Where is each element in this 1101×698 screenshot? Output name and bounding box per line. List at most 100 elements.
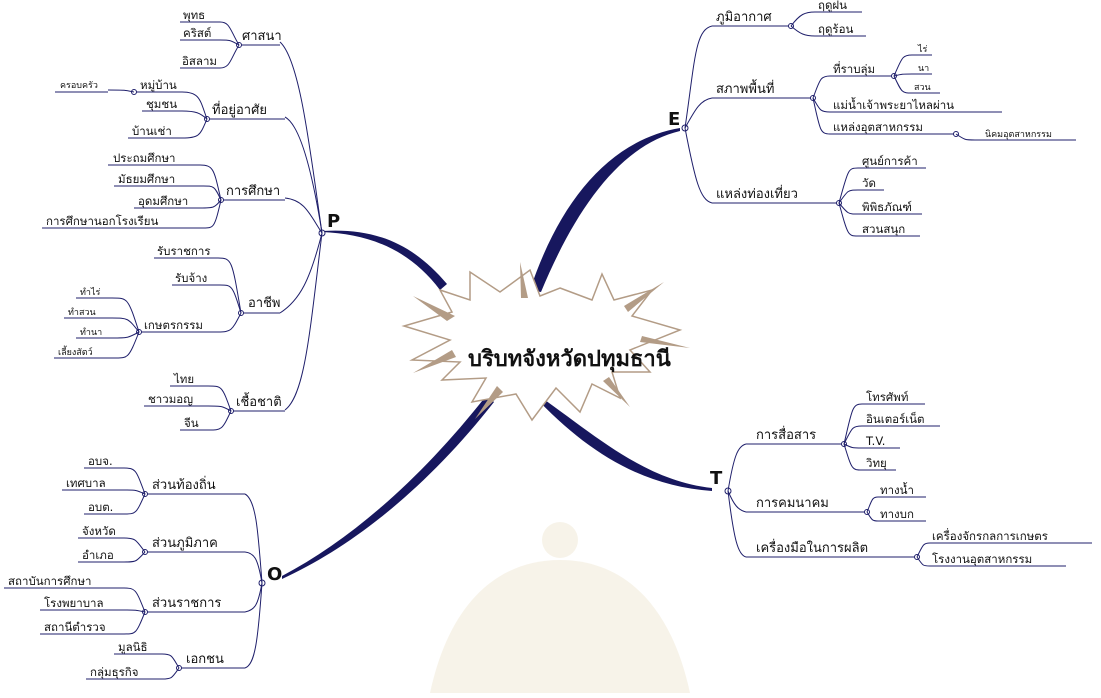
p-housing-item-rental: บ้านเช่า	[132, 124, 172, 138]
p-group-religion: ศาสนา พุทธ คริสต์ อิสลาม	[180, 8, 282, 69]
t-transport-item-land: ทางบก	[880, 507, 914, 521]
e-terrain-item-lowland: ที่ราบลุ่ม	[833, 61, 875, 76]
branch-p-connector	[322, 230, 447, 290]
e-climate-item-hot: ฤดูร้อน	[818, 22, 854, 36]
branch-o-connector	[282, 396, 494, 579]
p-occupation-subitem-livestock: เลี้ยงสัตว์	[58, 345, 93, 358]
branch-e-letter: E	[668, 109, 680, 130]
o-regional-item-district: อำเภอ	[82, 548, 114, 562]
e-terrain-label: สภาพพื้นที่	[716, 79, 774, 97]
p-occupation-label: อาชีพ	[248, 295, 281, 311]
p-religion-item-christian: คริสต์	[183, 26, 211, 40]
o-local-label: ส่วนท้องถิ่น	[152, 476, 216, 493]
e-terrain-subitem-rice: นา	[918, 64, 929, 74]
branch-t-letter: T	[710, 468, 723, 489]
p-occupation-item-hired: รับจ้าง	[175, 271, 207, 285]
e-tourism-item-amusement: สวนสนุก	[862, 222, 905, 236]
t-communication-item-phone: โทรศัพท์	[866, 390, 908, 404]
t-transport-item-water: ทางน้ำ	[880, 482, 914, 497]
o-regional-item-province: จังหวัด	[82, 524, 116, 538]
p-ethnicity-label: เชื้อชาติ	[236, 392, 282, 410]
e-group-tourism: แหล่งท่องเที่ยว ศูนย์การค้า วัด พิพิธภัณ…	[712, 154, 926, 237]
p-ethnicity-item-thai: ไทย	[173, 372, 194, 386]
e-tourism-label: แหล่งท่องเที่ยว	[716, 185, 798, 202]
o-private-item-foundation: มูลนิธิ	[118, 640, 148, 654]
p-occupation-subitem-field: ทำไร่	[80, 287, 101, 298]
e-terrain-subitem-orchard: สวน	[914, 83, 931, 93]
p-group-housing: ที่อยู่อาศัย หมู่บ้าน ครอบครัว ชุมชน บ้า…	[55, 78, 285, 139]
e-climate-item-rainy: ฤดูฝน	[818, 0, 847, 12]
p-education-item-higher: อุดมศึกษา	[138, 194, 188, 208]
p-housing-item-community: ชุมชน	[146, 97, 177, 111]
o-local-item-pao: อบจ.	[88, 454, 113, 468]
e-tourism-item-museum: พิพิธภัณฑ์	[862, 200, 912, 214]
p-education-item-nonformal: การศึกษานอกโรงเรียน	[46, 214, 158, 228]
o-group-private: เอกชน มูลนิธิ กลุ่มธุรกิจ	[86, 640, 245, 680]
branch-p: P ศาสนา พุทธ คริสต์ อิสลาม ที่อยู่อาศัย	[42, 8, 340, 431]
o-private-item-business: กลุ่มธุรกิจ	[90, 665, 139, 679]
branch-t-connector	[525, 386, 712, 491]
e-group-terrain: สภาพพื้นที่ ที่ราบลุ่ม ไร่ นา สวน แม่น้ำ…	[712, 44, 1076, 141]
p-occupation-item-agriculture: เกษตรกรรม	[144, 318, 203, 332]
p-group-occupation: อาชีพ รับราชการ รับจ้าง เกษตรกรรม ทำไร่ …	[54, 244, 281, 359]
o-local-item-municipality: เทศบาล	[66, 476, 106, 490]
t-production-label: เครื่องมือในการผลิต	[756, 539, 868, 556]
branch-e-connector	[530, 128, 680, 292]
t-communication-item-internet: อินเตอร์เน็ต	[866, 411, 925, 426]
p-housing-label: ที่อยู่อาศัย	[212, 101, 267, 118]
central-title: บริบทจังหวัดปทุมธานี	[468, 347, 671, 373]
p-religion-item-buddhism: พุทธ	[183, 8, 205, 22]
e-tourism-item-mall: ศูนย์การค้า	[862, 154, 918, 168]
o-government-item-hospital: โรงพยาบาล	[44, 596, 104, 610]
o-government-label: ส่วนราชการ	[152, 596, 221, 611]
t-communication-item-radio: วิทยุ	[865, 456, 886, 470]
t-transport-label: การคมนาคม	[756, 496, 829, 511]
t-group-production: เครื่องมือในการผลิต เครื่องจักรกลการเกษต…	[746, 528, 1092, 567]
e-terrain-subitem-field: ไร่	[917, 44, 928, 55]
e-climate-label: ภูมิอากาศ	[716, 10, 772, 25]
o-group-government: ส่วนราชการ สถาบันการศึกษา โรงพยาบาล สถาน…	[4, 574, 245, 635]
o-group-regional: ส่วนภูมิภาค จังหวัด อำเภอ	[78, 524, 245, 563]
branch-t: T การสื่อสาร โทรศัพท์ อินเตอร์เน็ต T.V. …	[710, 390, 1092, 567]
e-terrain-item-river: แม่น้ำเจ้าพระยาไหลผ่าน	[833, 97, 954, 112]
central-burst	[401, 268, 683, 422]
p-housing-subitem-family: ครอบครัว	[60, 81, 98, 91]
o-government-item-police: สถานีตำรวจ	[44, 620, 106, 634]
p-education-item-primary: ประถมศึกษา	[113, 151, 176, 165]
p-education-item-secondary: มัธยมศึกษา	[118, 172, 175, 186]
t-group-transport: การคมนาคม ทางน้ำ ทางบก	[746, 482, 926, 522]
branch-e: E ภูมิอากาศ ฤดูฝน ฤดูร้อน สภาพพื้นที่ ที…	[668, 0, 1076, 237]
branch-o: O ส่วนท้องถิ่น อบจ. เทศบาล อบต. ส่วนภูมิ…	[4, 454, 282, 680]
t-production-item-factory: โรงงานอุตสาหกรรม	[932, 552, 1032, 566]
p-religion-label: ศาสนา	[242, 29, 282, 44]
o-group-local: ส่วนท้องถิ่น อบจ. เทศบาล อบต.	[62, 454, 245, 515]
p-group-education: การศึกษา ประถมศึกษา มัธยมศึกษา อุดมศึกษา…	[42, 151, 285, 229]
e-group-climate: ภูมิอากาศ ฤดูฝน ฤดูร้อน	[712, 0, 866, 37]
e-tourism-item-temple: วัด	[862, 176, 876, 190]
p-housing-item-village: หมู่บ้าน	[140, 78, 177, 92]
branch-p-letter: P	[327, 211, 340, 232]
p-ethnicity-item-mon: ชาวมอญ	[148, 392, 193, 406]
o-local-item-sao: อบต.	[88, 500, 113, 514]
p-occupation-item-civil: รับราชการ	[157, 244, 211, 258]
o-regional-label: ส่วนภูมิภาค	[152, 536, 218, 551]
p-occupation-subitem-orchard: ทำสวน	[68, 307, 96, 318]
p-religion-item-islam: อิสลาม	[182, 54, 217, 68]
p-education-label: การศึกษา	[226, 184, 280, 199]
p-ethnicity-item-chinese: จีน	[184, 416, 199, 430]
o-private-label: เอกชน	[186, 652, 224, 667]
p-group-ethnicity: เชื้อชาติ ไทย ชาวมอญ จีน	[144, 372, 285, 431]
o-government-item-institute: สถาบันการศึกษา	[8, 574, 92, 588]
t-communication-item-tv: T.V.	[865, 434, 885, 448]
branch-o-letter: O	[267, 564, 282, 585]
e-terrain-item-industrial: แหล่งอุตสาหกรรม	[833, 120, 923, 134]
watermark-seal	[430, 522, 690, 693]
t-group-communication: การสื่อสาร โทรศัพท์ อินเตอร์เน็ต T.V. วิ…	[746, 390, 940, 471]
t-production-item-machinery: เครื่องจักรกลการเกษตร	[932, 528, 1048, 543]
burst-rays	[413, 262, 690, 419]
e-terrain-industrial-estate: นิคมอุตสาหกรรม	[985, 129, 1052, 140]
t-communication-label: การสื่อสาร	[756, 426, 816, 443]
p-occupation-subitem-rice: ทำนา	[80, 327, 102, 338]
